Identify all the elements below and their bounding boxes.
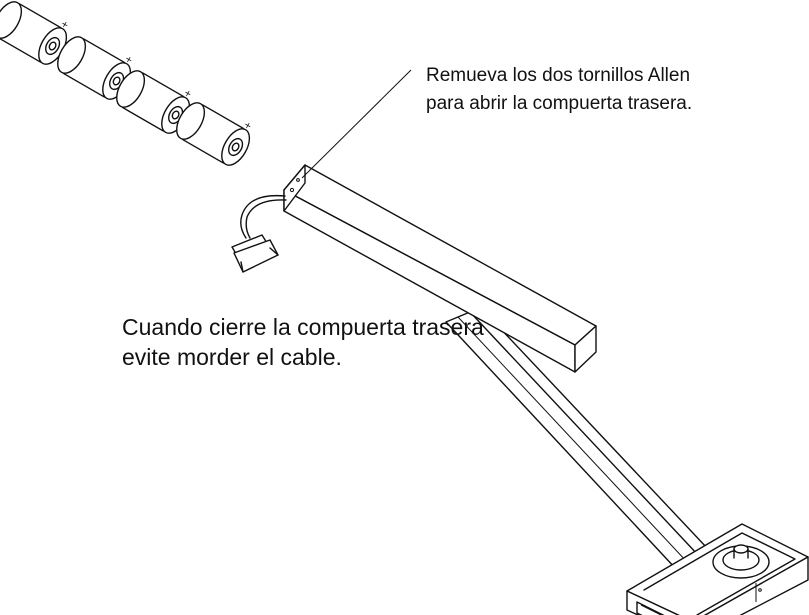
battery-3: + xyxy=(116,70,194,134)
battery-housing-bar xyxy=(283,164,597,373)
battery-3-plus-sign: + xyxy=(182,88,194,100)
battery-2-plus-sign: + xyxy=(123,54,135,66)
allen-screw xyxy=(296,178,300,182)
cable-connector xyxy=(231,194,287,273)
allen-screw xyxy=(289,187,295,193)
base-box xyxy=(626,523,809,615)
battery-1-plus-sign: + xyxy=(59,19,71,31)
cable-callout: Cuando cierre la compuerta trasera evite… xyxy=(122,314,484,370)
allen-screws-callout: Remueva los dos tornillos Allen para abr… xyxy=(426,65,693,114)
callout-leader-line xyxy=(301,69,412,179)
adjustment-knob xyxy=(712,544,770,579)
battery-4-plus-sign: + xyxy=(242,120,254,132)
battery-4: + xyxy=(176,102,254,166)
